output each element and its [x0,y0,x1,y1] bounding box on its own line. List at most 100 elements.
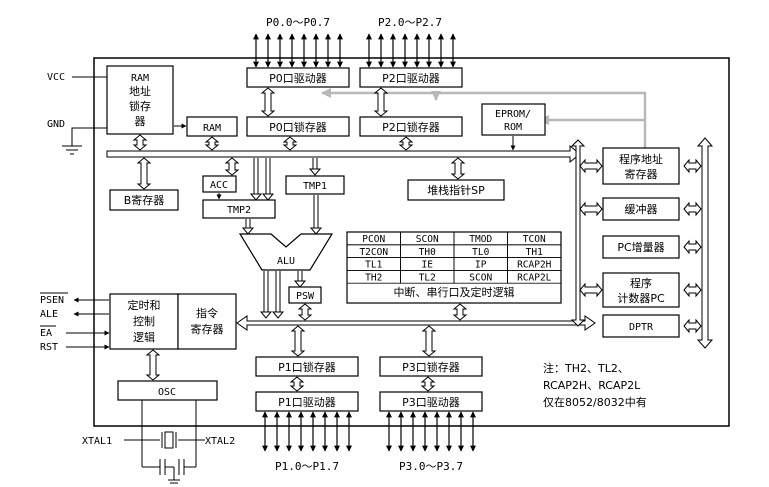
p0-driver [246,67,350,88]
b-register-label: B寄存器 [124,193,165,207]
p2-driver [359,67,463,88]
pc-incrementer [602,235,680,259]
p0-port-label: P0.0～P0.7 [266,16,330,29]
eprom-label-2: ROM [504,122,522,133]
program-counter [602,272,680,308]
p3-driver-label: P3口驱动器 [402,396,460,409]
tmp1 [285,175,345,195]
tmp2-label: TMP2 [227,205,251,216]
bidirectional-arrow [224,157,240,176]
sfr-cell: TH1 [526,247,543,258]
note-line-3: 仅在8052/8032中有 [543,395,647,409]
eprom-rom [481,103,546,136]
dptr-label: DPTR [629,322,654,333]
bidirectional-arrow [450,157,466,180]
bidirectional-arrow [132,134,148,151]
stack-pointer-label: 堆栈指针SP [427,183,485,197]
sfr-cell: TMOD [469,234,492,245]
p1-driver [255,391,359,412]
bidirectional-arrow [683,282,702,298]
address-paths [321,88,647,150]
psw [288,286,322,304]
sfr-cell: SCON [469,272,492,283]
sfr-cell: T2CON [359,247,388,258]
sfr-cell: RCAP2H [517,260,552,271]
bidirectional-arrow [683,239,702,255]
p3-latch [379,356,483,377]
note-line-2: RCAP2H、RCAP2L [543,379,641,392]
rst-pin-label: RST [40,342,58,353]
p1-pins: P1.0～P1.7 [262,411,352,473]
p0-pins: P0.0～P0.7 [253,16,343,68]
sfr-cell: RCAP2L [517,272,552,283]
p1-latch-label: P1口锁存器 [278,360,336,374]
timing-control-label-1: 定时和 [128,298,161,312]
p0-latch [246,116,350,137]
p2-port-label: P2.0～P2.7 [378,16,442,29]
program-counter-label-2: 计数器PC [617,292,665,305]
alu-data-paths [216,158,323,319]
p1-driver-label: P1口驱动器 [278,396,336,409]
bidirectional-arrow [420,376,436,392]
p0-latch-label: P0口锁存器 [269,120,327,134]
p3-pins: P3.0～P3.7 [386,411,476,473]
bidirectional-arrow [579,201,603,217]
internal-bus-vertical [570,139,586,327]
sfr-cell: TL1 [365,260,382,271]
sfr-cell: TH0 [419,247,436,258]
internal-bus-top [106,144,581,164]
ram-address-latch-label-1: RAM [131,73,149,84]
bidirectional-arrow [297,303,313,321]
bidirectional-arrow [398,136,414,151]
bidirectional-arrow [683,158,702,174]
vcc-pin-label: VCC [47,72,65,83]
p2-driver-label: P2口驱动器 [382,72,440,85]
ground-icon [62,145,82,155]
sfr-cell: IP [475,260,487,271]
tmp1-label: TMP1 [303,181,327,192]
sfr-cell: IE [422,260,434,271]
gnd-pin-label: GND [47,119,65,130]
bidirectional-arrow [683,201,702,217]
timing-control-logic [109,293,179,350]
p3-port-label: P3.0～P3.7 [399,460,463,473]
note-line-1: 注：TH2、TL2、 [543,361,629,375]
p2-pins: P2.0～P2.7 [366,16,456,68]
tmp2 [202,199,276,219]
accumulator [202,175,237,193]
p3-driver [379,391,483,412]
xtal2-pin-label: XTAL2 [205,436,235,447]
program-address-register-label-1: 程序地址 [619,152,663,166]
alu-label: ALU [277,256,295,267]
instruction-register-label-2: 寄存器 [191,322,224,336]
p1-port-label: P1.0～P1.7 [275,460,339,473]
sfr-cell: TL0 [472,247,489,258]
crystal-circuit [124,400,205,484]
p0-driver-label: P0口驱动器 [269,72,327,85]
instruction-register-label-1: 指令 [196,306,218,320]
buffer-label: 缓冲器 [625,202,658,216]
bidirectional-arrow [421,325,437,357]
ram-label: RAM [203,123,221,134]
bidirectional-arrow [204,136,220,151]
psen-pin-label: PSEN [40,295,64,306]
bidirectional-arrow [373,87,389,117]
address-bus-vertical [696,137,714,349]
psw-label: PSW [296,291,315,302]
xtal1-pin-label: XTAL1 [82,436,112,447]
ram-address-latch [106,65,174,135]
program-address-register [602,147,680,185]
eprom-label-1: EPROM/ [495,109,531,120]
sfr-cell: TL2 [419,272,436,283]
accumulator-label: ACC [210,180,228,191]
ram [186,116,238,137]
p1-latch [255,356,359,377]
bidirectional-arrow [289,376,305,392]
bidirectional-arrow [145,349,161,381]
ram-address-latch-label-4: 器 [135,115,146,128]
buffer [602,197,680,221]
sfr-cell: TH2 [365,272,382,283]
gnd-line [71,127,107,146]
